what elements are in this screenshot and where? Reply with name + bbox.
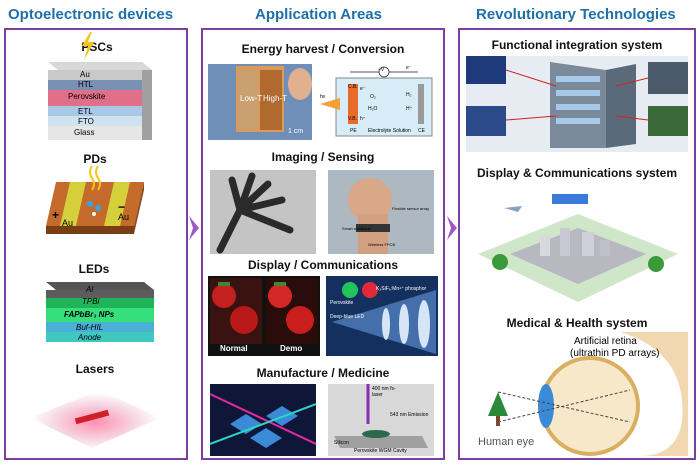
psc-layer-stack: [48, 62, 152, 140]
vlc-beam-diagram: Perovskite K₂SiF₆:Mn⁴⁺ phosphor Deep-blu…: [326, 276, 438, 356]
energy-pe-label: PE: [350, 128, 357, 134]
manufacture-silicon-label: Silicon: [334, 440, 349, 446]
imaging-pcb-label: Wireless FPCB: [368, 242, 396, 247]
pds-title: PDs: [83, 152, 107, 166]
laser-illustration: [30, 390, 160, 448]
eye-retina-illustration: Artificial retina (ultrathin PD arrays) …: [470, 332, 688, 456]
pd-electrode-left: Au: [62, 218, 74, 228]
wgm-cavity-diagram: 400 nm fs-laser 543 nm Emission Silicon …: [328, 384, 434, 456]
psc-layer-etl: ETL: [78, 107, 93, 116]
energy-vb-label: V.B.: [348, 116, 357, 122]
display-perovskite-label: Perovskite: [330, 300, 354, 306]
display-label-demo: Demo: [280, 344, 303, 353]
smart-building-illustration: [466, 56, 688, 152]
lightning-icon: [82, 32, 94, 60]
psc-layer-au: Au: [80, 70, 90, 79]
pd-electrode-right: Au: [118, 212, 130, 222]
psc-layer-fto: FTO: [78, 117, 94, 126]
led-layer-stack: [46, 282, 154, 342]
chevron-right-icon: [189, 216, 199, 240]
medical-retina-label-2: (ultrathin PD arrays): [570, 348, 660, 359]
header-application-areas: Application Areas: [255, 6, 382, 23]
display-comm-title: Display / Communications: [247, 258, 399, 272]
energy-o2-label: O₂: [370, 94, 376, 100]
energy-electrolyte-label: Electrolyte Solution: [368, 128, 411, 134]
energy-scale-bar: 1 cm: [288, 128, 304, 135]
energy-h2o-label: H₂O: [368, 106, 378, 112]
xray-hand-image: [210, 170, 316, 254]
energy-cb-label: C.B.: [348, 84, 358, 90]
led-layer-buf-hil: Buf-HIL: [76, 323, 104, 332]
energy-circuit-electron: e⁻: [406, 65, 412, 71]
energy-photo: Low-T High-T 1 cm: [208, 64, 312, 140]
psc-layer-glass: Glass: [74, 128, 95, 137]
energy-title: Energy harvest / Conversion: [241, 42, 405, 56]
strawberry-display-photo: Normal Demo: [208, 276, 320, 356]
imaging-band-label: Smart wristband: [342, 226, 371, 231]
energy-ce-label: CE: [418, 128, 425, 134]
crystal-laser-render: [210, 384, 316, 456]
display-phosphor-label: K₂SiF₆:Mn⁴⁺ phosphor: [376, 286, 427, 292]
energy-light-label: hν: [320, 94, 326, 100]
display-comm-system-title: Display & Communications system: [476, 166, 678, 180]
psc-layer-htl: HTL: [78, 80, 94, 89]
energy-hole-label: h⁺: [360, 116, 366, 122]
medical-retina-label-1: Artificial retina: [574, 336, 637, 347]
pd-sign-plus: +: [52, 208, 60, 222]
energy-diagram: −V e⁻ hν C.B. e⁻ V.B. h⁺ O₂ H₂O H₂ H⁺ PE…: [318, 64, 438, 140]
header-optoelectronic-devices: Optoelectronic devices: [8, 6, 174, 23]
display-led-label: Deep-blue LED: [330, 314, 365, 320]
display-label-normal: Normal: [220, 344, 248, 353]
led-layer-al: Al: [86, 285, 94, 294]
smart-city-illustration: [470, 184, 686, 306]
imaging-sensor-label: Flexible sensor array: [392, 206, 430, 211]
medical-eye-label: Human eye: [478, 436, 535, 448]
lasers-title: Lasers: [75, 362, 115, 376]
leds-title: LEDs: [78, 262, 110, 276]
pd-sign-minus: −: [118, 200, 126, 214]
energy-meter-label: −V: [378, 67, 385, 73]
energy-label-high-t: High-T: [263, 94, 288, 103]
manufacture-pump-label: 400 nm fs-laser: [372, 386, 396, 398]
manufacture-title: Manufacture / Medicine: [256, 366, 390, 380]
wrist-sensor-photo: Flexible sensor array Smart wristband Wi…: [328, 170, 434, 254]
header-revolutionary-technologies: Revolutionary Technologies: [476, 6, 676, 23]
imaging-title: Imaging / Sensing: [271, 150, 375, 164]
manufacture-emission-label: 543 nm Emission: [390, 412, 429, 418]
energy-h2-label: H₂: [406, 92, 412, 98]
manufacture-cavity-label: Perovskite WGM Cavity: [354, 448, 407, 454]
psc-layer-perovskite: Perovskite: [68, 92, 106, 101]
led-layer-anode: Anode: [78, 333, 102, 342]
led-layer-tpbi: TPBi: [82, 297, 100, 306]
led-layer-fapbbr3: FAPbBr₃ NPs: [64, 310, 115, 319]
energy-hplus-label: H⁺: [406, 106, 413, 112]
functional-integration-title: Functional integration system: [491, 38, 663, 52]
energy-cb-electron: e⁻: [360, 86, 366, 92]
chevron-right-icon: [447, 216, 457, 240]
medical-health-title: Medical & Health system: [506, 316, 648, 330]
photodetector-illustration: [46, 166, 144, 234]
energy-label-low-t: Low-T: [240, 94, 263, 103]
